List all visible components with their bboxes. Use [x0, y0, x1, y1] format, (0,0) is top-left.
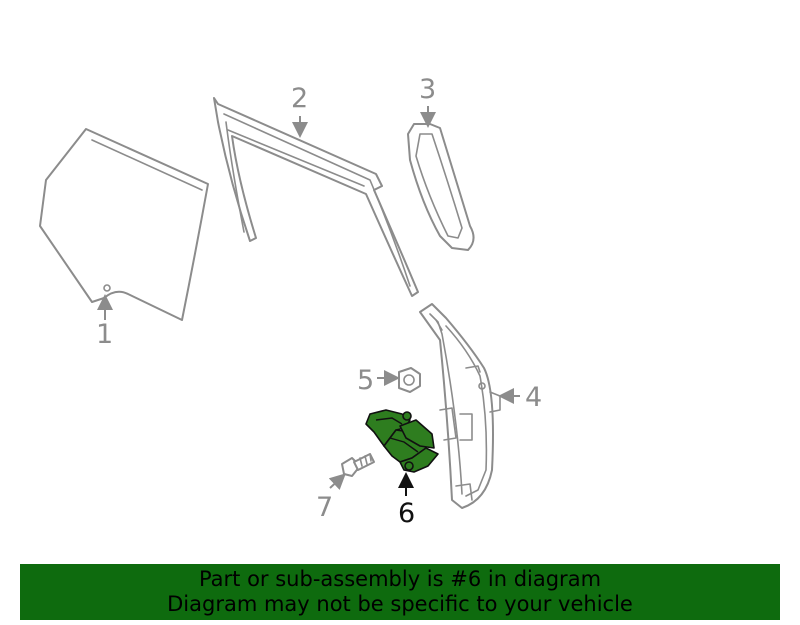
part-5-nut: [398, 367, 421, 393]
callout-7-leader: [328, 473, 346, 491]
callout-4: 4: [525, 382, 542, 413]
banner-line-1: Part or sub-assembly is #6 in diagram: [198, 567, 602, 591]
callout-7: 7: [316, 492, 333, 523]
callout-5: 5: [357, 365, 374, 396]
part-2-glass-run-channel: [213, 97, 419, 297]
part-4-regulator-panel: [419, 303, 501, 509]
callout-3: 3: [419, 74, 436, 105]
notice-banner: Part or sub-assembly is #6 in diagram Di…: [20, 564, 780, 620]
parts-diagram: 1 2 3 4 5 6 7: [39, 74, 542, 529]
part-3-quarter-seal: [407, 123, 475, 251]
callout-1: 1: [96, 319, 113, 350]
callout-2: 2: [291, 83, 308, 114]
part-6-highlighted-assembly: [365, 409, 439, 473]
part-1-door-glass: [39, 128, 209, 321]
callout-6: 6: [398, 498, 415, 529]
banner-line-2: Diagram may not be specific to your vehi…: [167, 592, 633, 616]
part-7-bolt: [341, 453, 375, 477]
